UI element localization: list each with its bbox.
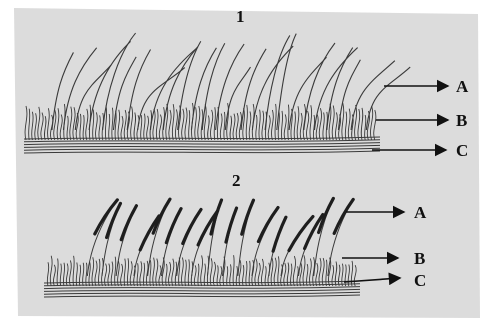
- panel-2-label-a: A: [414, 203, 427, 222]
- panel-2-label-b: B: [414, 249, 425, 268]
- panel-1-number: 1: [236, 7, 245, 26]
- panel-1-label-c: C: [456, 141, 468, 160]
- panel-2-number: 2: [232, 171, 241, 190]
- panel-1-label-a: A: [456, 77, 469, 96]
- panel-1-label-b: B: [456, 111, 467, 130]
- panel-2-label-c: C: [414, 271, 426, 290]
